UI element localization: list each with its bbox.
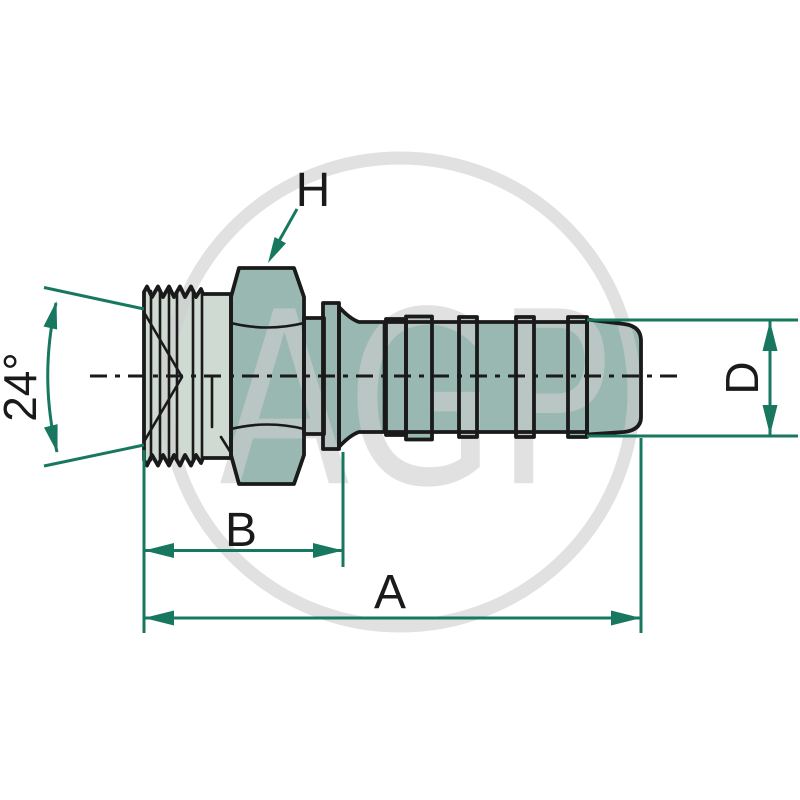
dim-b-label: B — [225, 504, 257, 557]
watermark-circle — [159, 151, 641, 633]
hex-facet-line-top — [229, 321, 306, 329]
cone-angle-label: 24° — [0, 352, 46, 422]
watermark: AGP — [159, 151, 641, 633]
watermark-text: AGP — [219, 261, 612, 540]
dimension-b — [142, 450, 345, 633]
dim-d-label: D — [716, 361, 768, 394]
dim-a-label: A — [374, 566, 406, 619]
hex-facet-line-bottom — [229, 423, 306, 431]
hex-label: H — [296, 164, 331, 217]
dimension-hex-leader — [268, 208, 299, 263]
dimension-d — [587, 318, 798, 438]
dimension-cone-angle — [43, 286, 145, 468]
dimension-a — [144, 438, 643, 633]
